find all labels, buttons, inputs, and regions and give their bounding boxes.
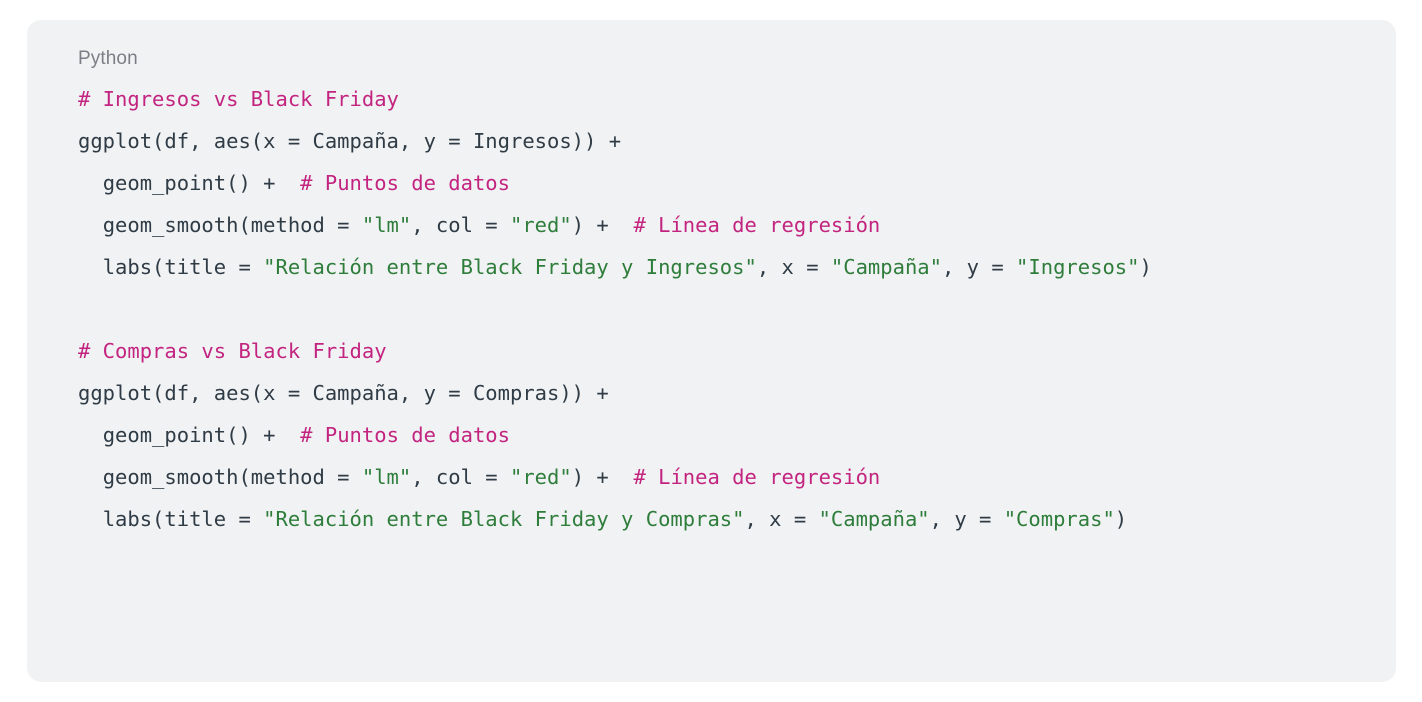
code-token-plain: ) xyxy=(1139,255,1152,279)
code-token-string: "Relación entre Black Friday y Ingresos" xyxy=(263,255,757,279)
code-token-plain: geom_smooth(method = xyxy=(78,213,362,237)
code-token-plain: geom_point() + xyxy=(78,171,301,195)
code-token-plain: , col = xyxy=(411,213,510,237)
code-language-label: Python xyxy=(78,48,138,69)
code-line: geom_point() + # Puntos de datos xyxy=(78,414,1372,456)
code-token-string: "Campaña" xyxy=(818,507,930,531)
code-token-comment: # Línea de regresión xyxy=(633,465,881,489)
code-token-comment: # Línea de regresión xyxy=(633,213,881,237)
code-token-string: "lm" xyxy=(361,465,412,489)
code-token-plain: , x = xyxy=(744,507,819,531)
code-token-string: "Relación entre Black Friday y Compras" xyxy=(263,507,745,531)
code-token-plain: ggplot(df, aes(x = Campaña, y = Ingresos… xyxy=(78,129,622,153)
code-line: labs(title = "Relación entre Black Frida… xyxy=(78,246,1372,288)
code-token-comment: # Puntos de datos xyxy=(300,171,510,195)
code-line: # Compras vs Black Friday xyxy=(78,330,1372,372)
code-line xyxy=(78,288,1372,330)
code-token-plain: geom_point() + xyxy=(78,423,301,447)
code-token-string: "Compras" xyxy=(1003,507,1115,531)
code-line: geom_point() + # Puntos de datos xyxy=(78,162,1372,204)
code-lines-container: # Ingresos vs Black Friday ggplot(df, ae… xyxy=(78,78,1372,540)
code-token-comment: # Ingresos vs Black Friday xyxy=(78,87,399,111)
code-line: ggplot(df, aes(x = Campaña, y = Compras)… xyxy=(78,372,1372,414)
code-token-plain: geom_smooth(method = xyxy=(78,465,362,489)
code-token-plain: ) xyxy=(1114,507,1128,531)
code-token-string: "Campaña" xyxy=(830,255,942,279)
code-token-plain: ggplot(df, aes(x = Campaña, y = Compras)… xyxy=(78,381,609,405)
code-line: ggplot(df, aes(x = Campaña, y = Ingresos… xyxy=(78,120,1372,162)
code-token-string: "red" xyxy=(510,213,572,237)
code-token-plain: ) + xyxy=(571,213,634,237)
code-token-plain: labs(title = xyxy=(78,507,264,531)
code-token-string: "red" xyxy=(510,465,572,489)
code-line: labs(title = "Relación entre Black Frida… xyxy=(78,498,1372,540)
code-token-plain: , y = xyxy=(941,255,1017,279)
code-token-plain: ) + xyxy=(571,465,634,489)
code-token-plain: , x = xyxy=(756,255,831,279)
code-token-string: "lm" xyxy=(361,213,412,237)
code-content[interactable]: # Ingresos vs Black Friday ggplot(df, ae… xyxy=(78,78,1372,540)
code-line: geom_smooth(method = "lm", col = "red") … xyxy=(78,456,1372,498)
code-line: geom_smooth(method = "lm", col = "red") … xyxy=(78,204,1372,246)
code-block-card: Python # Ingresos vs Black Friday ggplot… xyxy=(27,20,1396,682)
code-token-plain: , col = xyxy=(411,465,510,489)
code-token-plain: labs(title = xyxy=(78,255,264,279)
code-token-plain: , y = xyxy=(929,507,1004,531)
code-token-string: "Ingresos" xyxy=(1016,255,1140,279)
code-line: # Ingresos vs Black Friday xyxy=(78,78,1372,120)
code-token-comment: # Compras vs Black Friday xyxy=(78,339,387,363)
code-token-comment: # Puntos de datos xyxy=(300,423,510,447)
